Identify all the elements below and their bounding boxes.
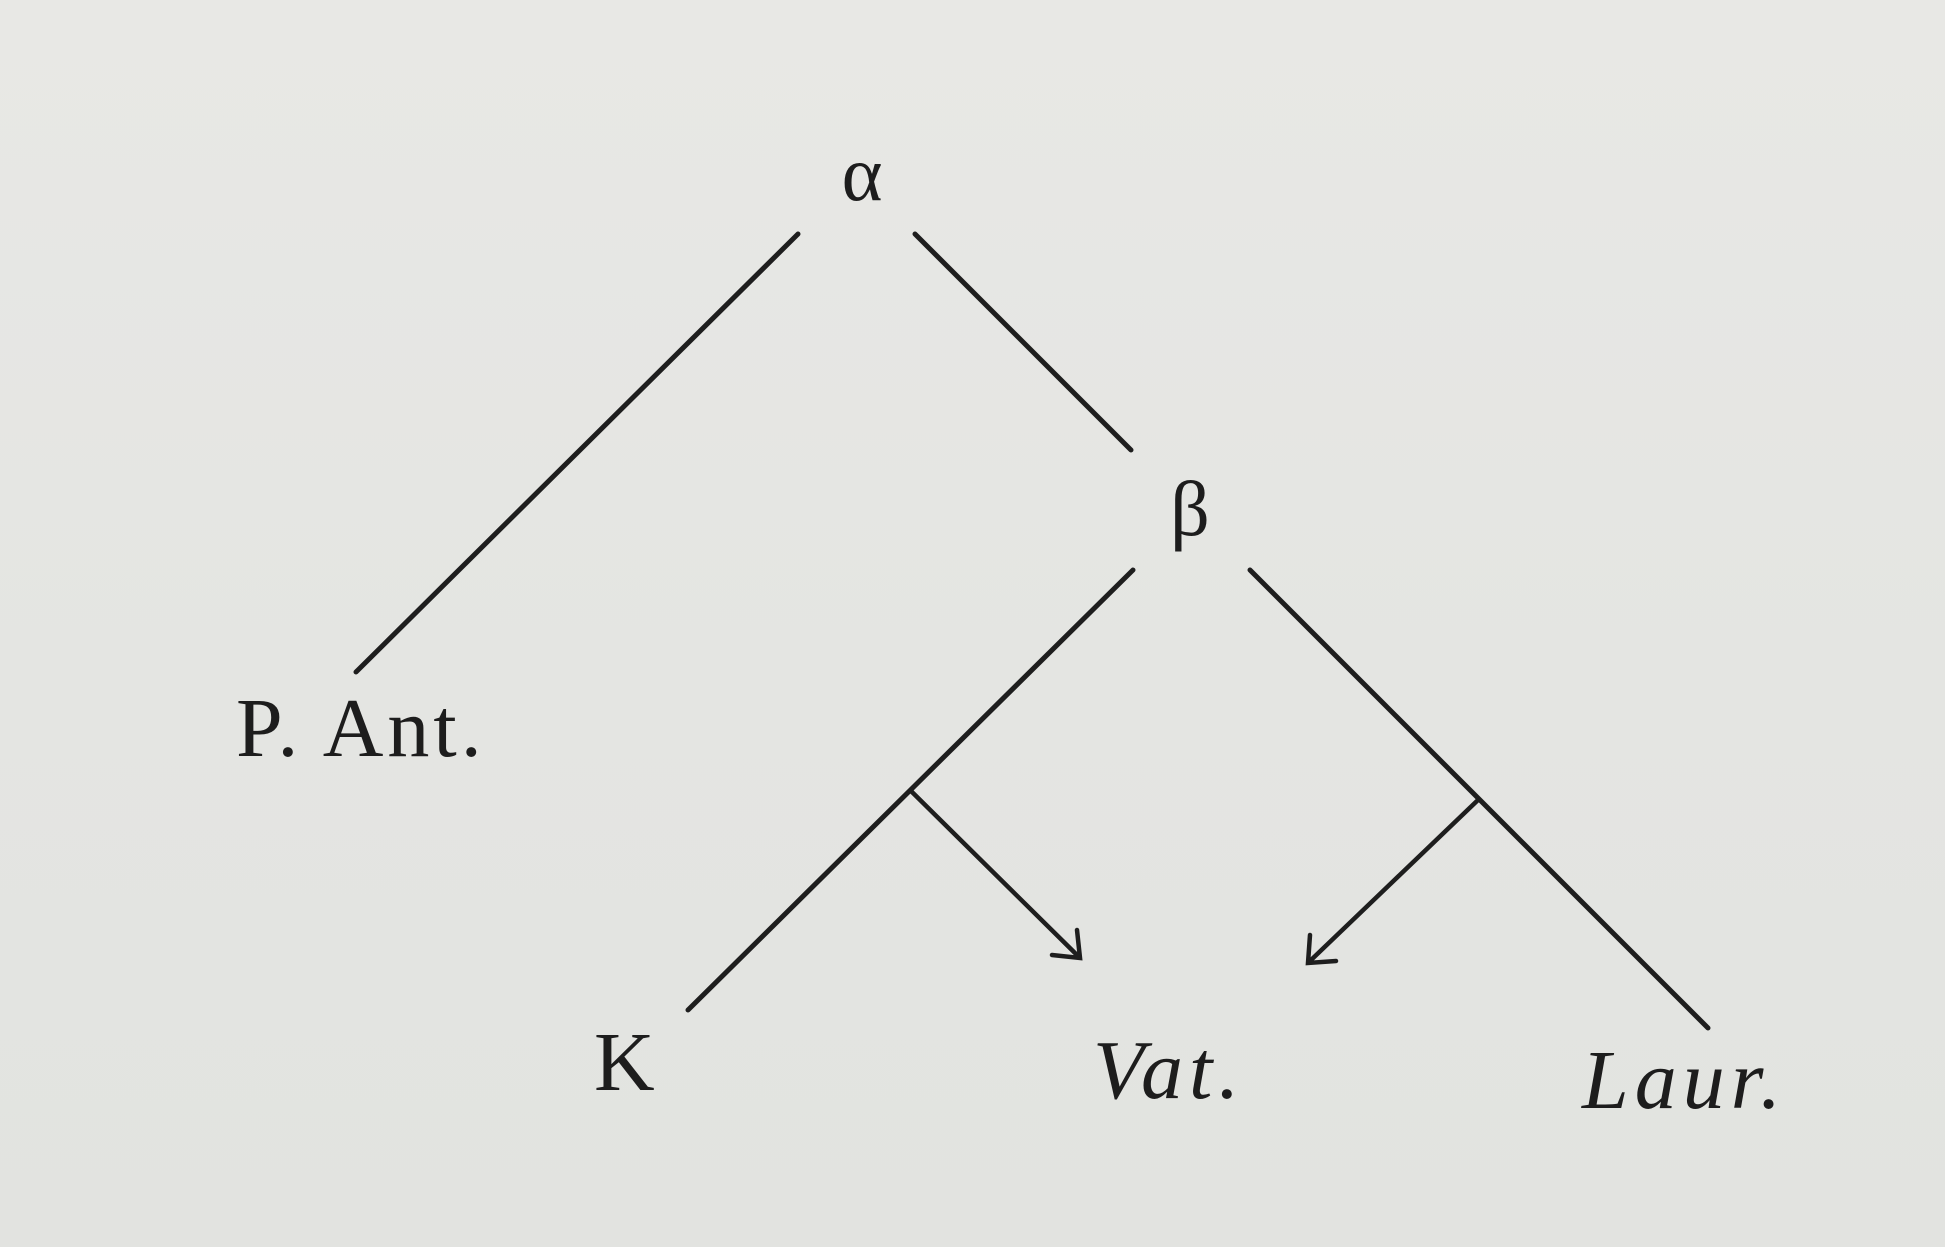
node-k: K	[594, 1016, 655, 1109]
node-beta: β	[1170, 465, 1210, 552]
node-laur: Laur.	[1581, 1034, 1787, 1127]
edge-beta-k	[685, 567, 1136, 1013]
contamination-arrow-k-vat	[909, 789, 1083, 961]
edge-alpha-p-ant	[353, 231, 801, 675]
edge-alpha-beta	[912, 231, 1134, 453]
node-p-ant: P. Ant.	[236, 682, 486, 775]
contamination-arrow-laur-vat	[1305, 797, 1481, 966]
node-vat: Vat.	[1093, 1024, 1245, 1117]
node-alpha: α	[842, 130, 883, 217]
